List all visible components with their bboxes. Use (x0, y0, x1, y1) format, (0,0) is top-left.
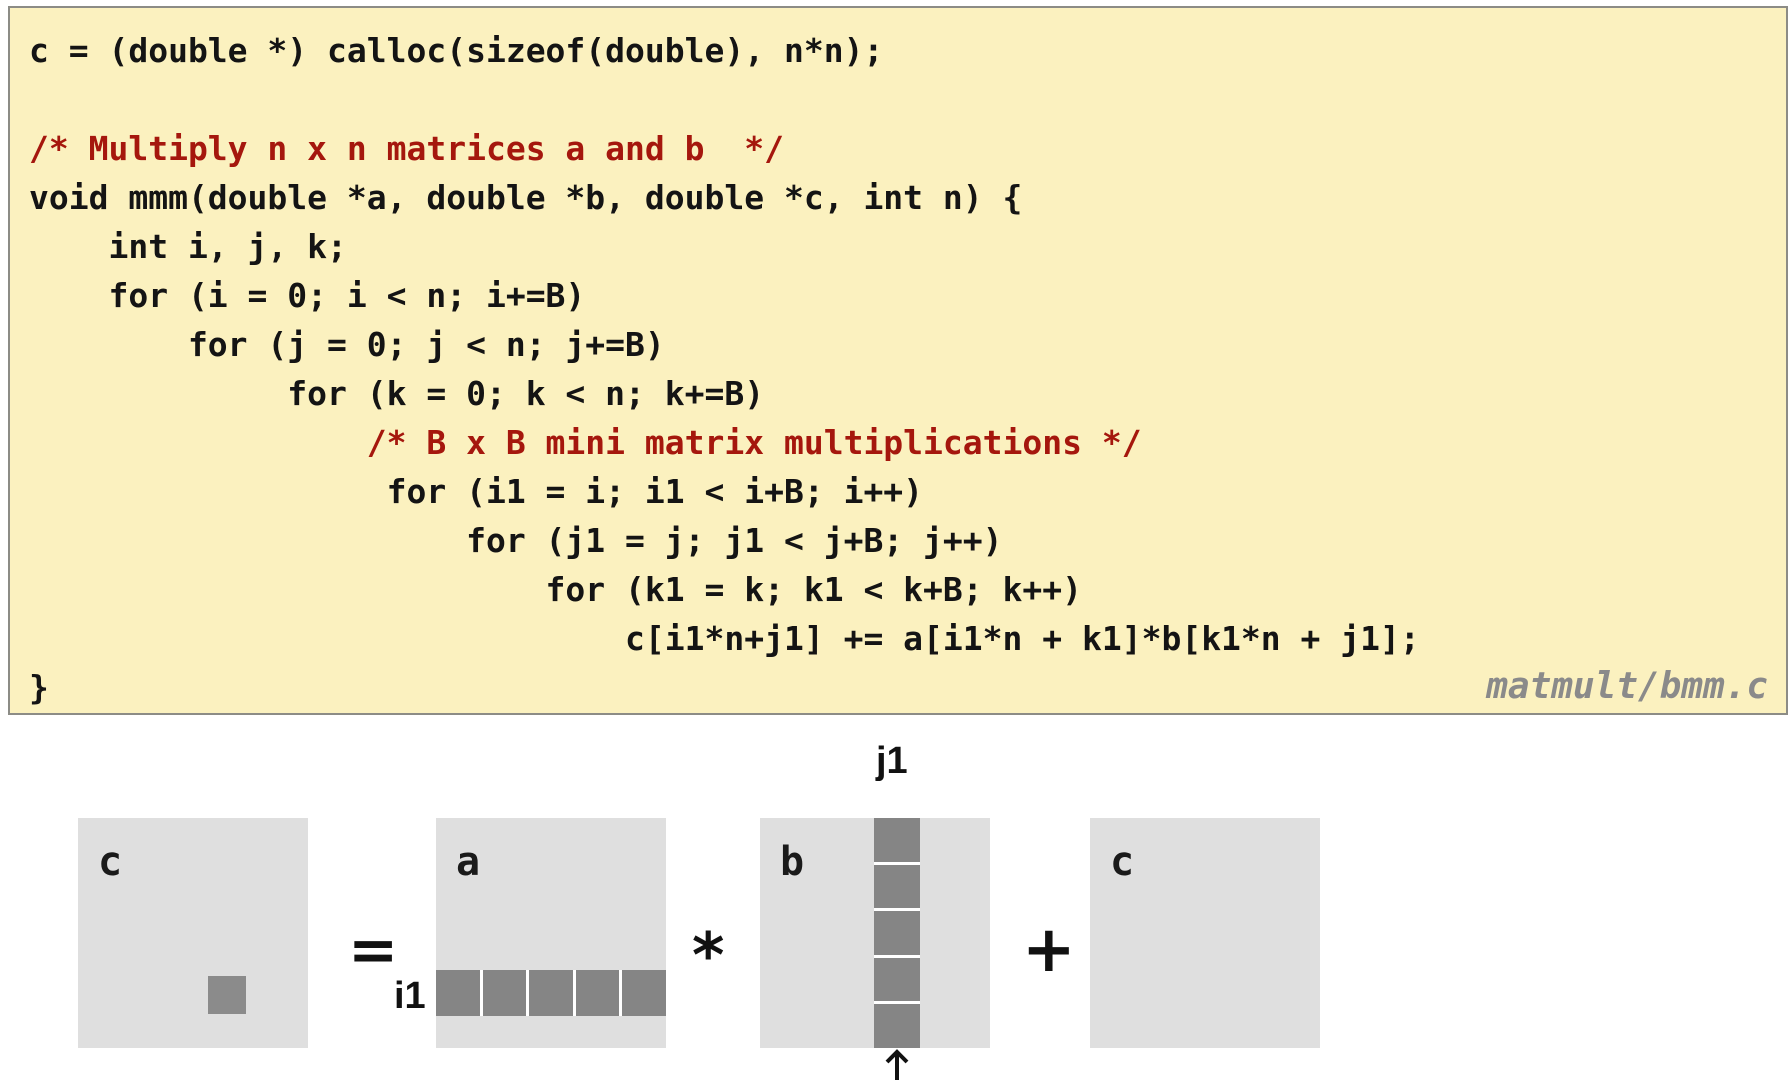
matrix-b-label: b (780, 839, 805, 885)
code-line-loop-k: for (k = 0; k < n; k+=B) (29, 374, 765, 413)
code-comment-mini-matrix: /* B x B mini matrix multiplications */ (29, 423, 1142, 462)
code-line-1: c = (double *) calloc(sizeof(double), n*… (29, 31, 884, 70)
matrix-b: b (760, 818, 990, 1048)
row-block (436, 970, 483, 1016)
code-line-loop-j1: for (j1 = j; j1 < j+B; j++) (29, 521, 1003, 560)
code-panel: c = (double *) calloc(sizeof(double), n*… (8, 6, 1788, 715)
matrix-c-add: c (1090, 818, 1320, 1048)
code-listing: c = (double *) calloc(sizeof(double), n*… (29, 26, 1420, 712)
column-index-label: j1 (876, 740, 908, 782)
code-line-loop-j: for (j = 0; j < n; j+=B) (29, 325, 665, 364)
row-index-label: i1 (394, 975, 426, 1017)
column-block (874, 957, 920, 1005)
matrix-a-label: a (456, 839, 481, 885)
row-block (575, 970, 623, 1016)
column-block (874, 911, 920, 958)
times-operator: * (692, 919, 725, 992)
equals-operator: = (348, 915, 399, 985)
matrix-a-row-blocks (436, 970, 666, 1016)
code-line-2 (29, 75, 1420, 124)
matrix-c-add-label: c (1110, 839, 1135, 885)
matrix-b-column-blocks (874, 818, 920, 1048)
row-block (529, 970, 576, 1016)
matrix-c-result: c (78, 818, 308, 1048)
plus-operator: + (1022, 913, 1076, 987)
column-block (874, 1004, 920, 1048)
code-line-accumulate: c[i1*n+j1] += a[i1*n + k1]*b[k1*n + j1]; (29, 619, 1420, 658)
column-pointer-arrow-icon (885, 1049, 909, 1080)
code-line-declarations: int i, j, k; (29, 227, 347, 266)
source-filename: matmult/bmm.c (1486, 666, 1768, 707)
row-block (482, 970, 530, 1016)
code-line-loop-i: for (i = 0; i < n; i+=B) (29, 276, 586, 315)
matrix-c-result-label: c (98, 839, 123, 885)
code-line-loop-i1: for (i1 = i; i1 < i+B; i++) (29, 472, 924, 511)
code-comment-multiply: /* Multiply n x n matrices a and b */ (29, 129, 784, 168)
column-block (874, 818, 920, 865)
code-line-function-signature: void mmm(double *a, double *b, double *c… (29, 178, 1023, 217)
code-line-close-brace: } (29, 668, 49, 707)
result-element-block (208, 976, 246, 1014)
row-block (622, 970, 666, 1016)
code-line-loop-k1: for (k1 = k; k1 < k+B; k++) (29, 570, 1082, 609)
matrix-a: a (436, 818, 666, 1048)
column-block (874, 864, 920, 912)
